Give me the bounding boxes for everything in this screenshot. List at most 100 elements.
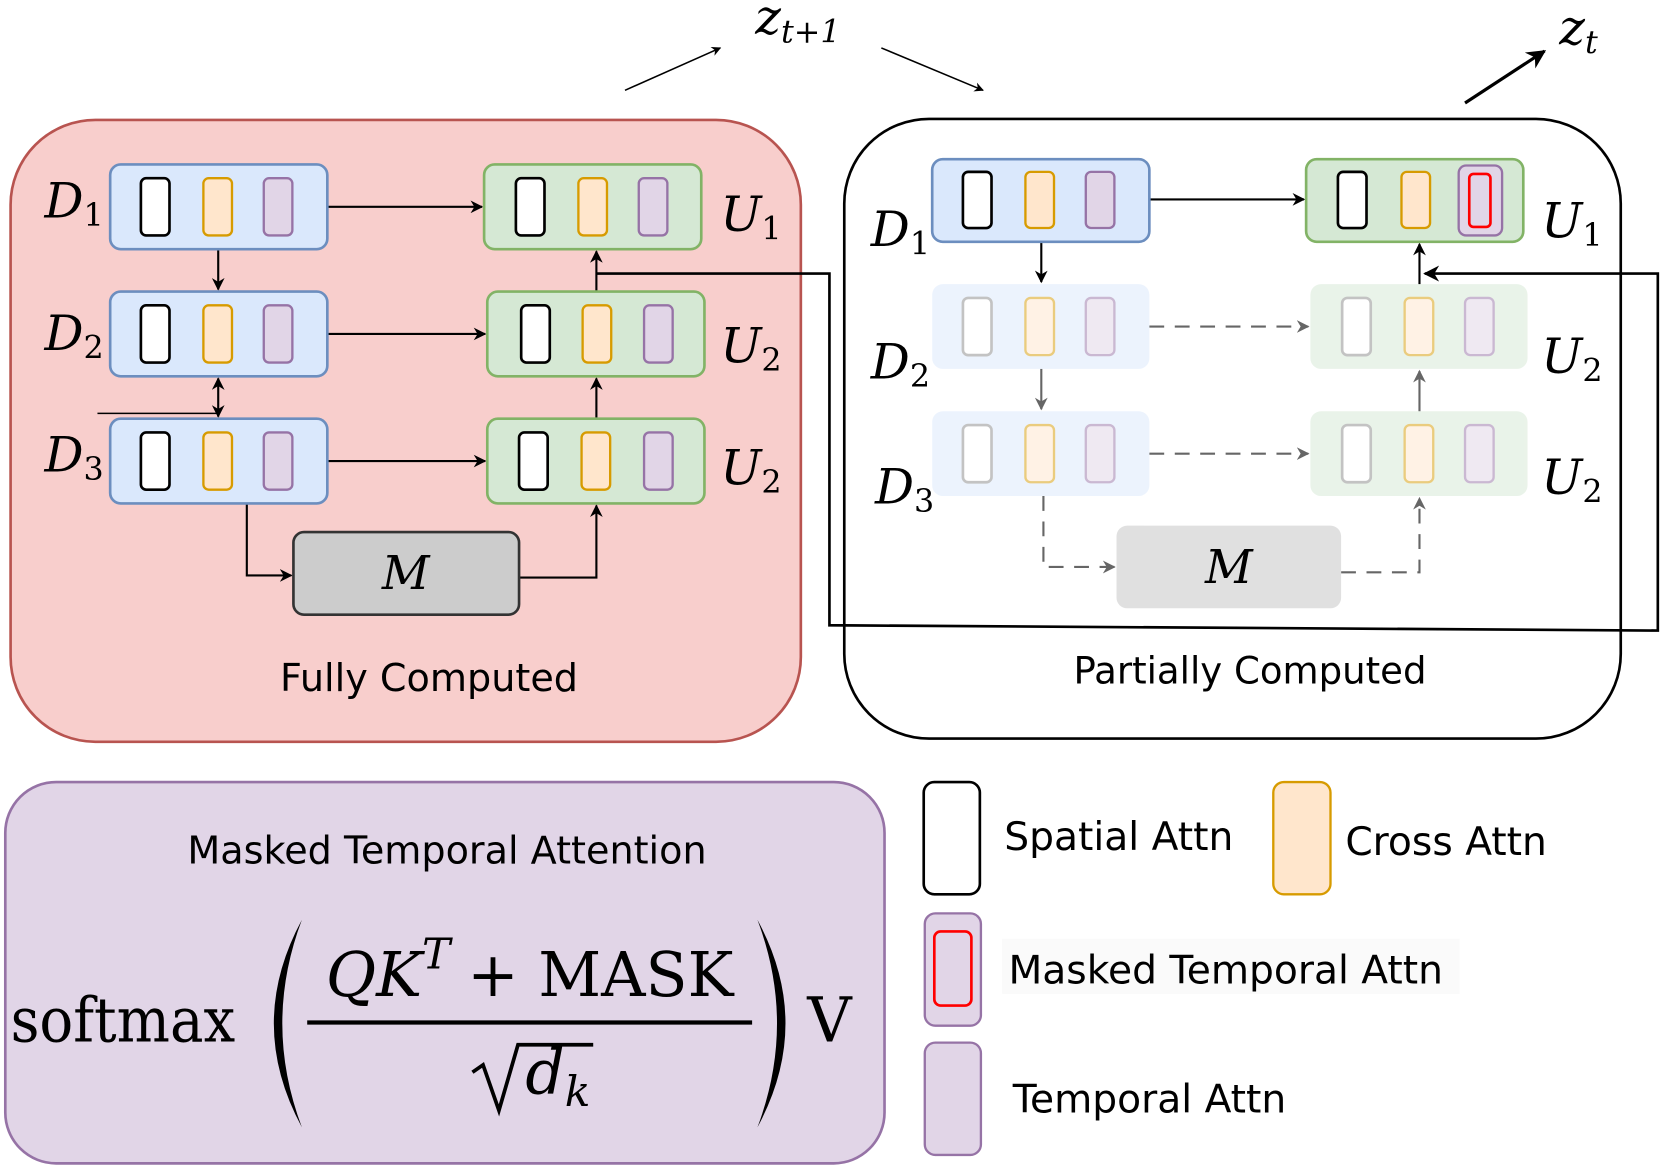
label-subscript: 2	[761, 343, 781, 379]
skipped-arrow-m-to-u2	[1341, 496, 1426, 574]
label-subscript: 3	[84, 452, 104, 488]
cross-attn-unit	[202, 431, 234, 491]
legend-cross-swatch	[1272, 780, 1332, 896]
label-subscript: 2	[1582, 354, 1602, 390]
partial-down-block-3-skipped	[932, 411, 1150, 497]
partially-computed-arrows	[1034, 193, 1426, 574]
label-u2: U2	[1541, 450, 1602, 510]
cross-attn-unit	[1403, 423, 1435, 484]
label-u1: U1	[720, 187, 781, 247]
partial-middle-block-skipped: M	[1116, 525, 1342, 609]
label-base: U	[1541, 329, 1584, 385]
label-u2: U2	[720, 319, 781, 379]
label-subscript: 3	[914, 484, 934, 520]
spatial-attn-unit	[139, 431, 171, 491]
label-d3: D3	[874, 459, 934, 519]
cross-attn-unit	[580, 431, 612, 491]
label-base: U	[720, 319, 763, 375]
legend-mask-indicator	[932, 930, 973, 1007]
arrow-m-to-u2	[519, 504, 603, 579]
temporal-attn-unit	[1463, 423, 1495, 484]
label-subscript: 2	[84, 330, 104, 366]
left-parenthesis	[273, 919, 302, 1128]
label-subscript: 2	[910, 359, 930, 395]
label-base: z	[754, 0, 781, 46]
temporal-attn-unit	[1084, 296, 1116, 357]
legend: Spatial Attn Cross Attn Masked Temporal …	[922, 780, 1547, 1157]
spatial-attn-unit	[961, 423, 993, 484]
cross-attn-unit	[1024, 170, 1056, 230]
legend-masked-temporal-label: Masked Temporal Attn	[1008, 948, 1443, 993]
label-base: z	[1558, 1, 1585, 57]
formula-panel-title: Masked Temporal Attention	[187, 829, 706, 873]
cross-attn-unit	[1400, 170, 1432, 230]
label-u2: U2	[720, 440, 781, 500]
formula-function: softmax	[11, 986, 236, 1057]
formula-panel-body	[3, 780, 886, 1165]
spatial-attn-unit	[961, 170, 993, 230]
temporal-attn-unit	[1463, 296, 1495, 357]
mask-indicator	[1467, 172, 1492, 229]
formula-suffix: V	[806, 986, 853, 1057]
cross-attn-unit	[202, 177, 234, 237]
arrow-from-z-t-plus-1	[881, 47, 984, 92]
middle-block-label: M	[381, 546, 431, 600]
temporal-attn-unit	[642, 431, 674, 491]
cross-attn-unit	[1403, 296, 1435, 357]
label-base: D	[43, 173, 83, 229]
fully-down-block-1	[108, 163, 329, 251]
fully-up-block-1	[482, 163, 703, 251]
middle-block-label: M	[1204, 540, 1254, 594]
spatial-attn-unit	[1340, 296, 1373, 357]
label-base: D	[43, 306, 83, 362]
legend-cross-label: Cross Attn	[1345, 820, 1547, 865]
temporal-attn-unit	[262, 304, 294, 364]
middle-block-body	[1116, 525, 1342, 609]
label-base: D	[43, 428, 83, 484]
label-d2: D2	[43, 306, 103, 366]
cross-attn-unit	[1024, 423, 1056, 484]
fully-computed-arrows	[97, 200, 603, 582]
label-subscript: 1	[910, 226, 930, 262]
temporal-attn-unit	[1084, 170, 1116, 230]
partially-computed-caption: Partially Computed	[1073, 650, 1426, 693]
arrow-into-z-t-plus-1	[624, 47, 722, 92]
formula-numerator: QKT+ MASK	[326, 929, 735, 1011]
denominator-base: d	[525, 1037, 564, 1108]
radical-sign	[471, 1042, 594, 1117]
label-base: D	[870, 334, 910, 390]
label-base: U	[720, 440, 763, 496]
spatial-attn-unit	[1340, 423, 1373, 484]
legend-temporal-swatch	[923, 1041, 983, 1157]
partial-up-block-2-skipped	[1310, 284, 1528, 369]
spatial-attn-unit	[139, 176, 171, 237]
fully-down-block-2	[108, 290, 329, 378]
temporal-attn-unit	[637, 177, 669, 237]
cross-attn-unit	[581, 304, 613, 364]
label-subscript: 2	[761, 465, 781, 501]
fully-computed-panel	[9, 118, 803, 744]
temporal-attn-unit	[1084, 423, 1116, 484]
label-d1: D1	[870, 202, 930, 262]
masked-temporal-attention-panel: Masked Temporal Attention softmax QKT+ M…	[3, 780, 886, 1165]
temporal-attn-unit	[262, 431, 294, 491]
label-subscript: 1	[761, 212, 781, 248]
spatial-attn-unit	[514, 176, 546, 237]
label-d2: D2	[870, 334, 930, 394]
label-base: U	[1541, 450, 1584, 506]
denominator-subscript: k	[565, 1067, 591, 1116]
label-base: U	[720, 187, 763, 243]
spatial-attn-unit	[517, 431, 549, 491]
label-subscript: 1	[1582, 218, 1602, 254]
spatial-attn-unit	[139, 304, 171, 364]
label-z-t-plus-1: zt+1	[754, 0, 840, 51]
label-base: U	[1541, 194, 1584, 250]
numerator-base: QK	[326, 940, 425, 1011]
cache-reuse-connector	[596, 265, 1660, 632]
numerator-superscript: T	[422, 929, 453, 978]
partial-down-block-2-skipped	[932, 284, 1150, 369]
cross-attn-unit	[577, 177, 609, 237]
label-subscript: t+1	[781, 15, 841, 51]
formula-denominator: dk	[525, 1037, 590, 1116]
